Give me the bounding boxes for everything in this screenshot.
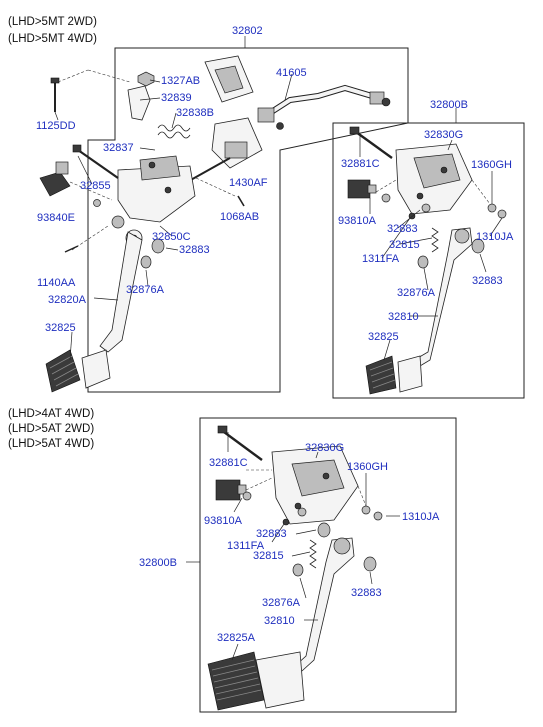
- label-32883-a: 32883: [179, 244, 210, 256]
- nut-switch-top: [381, 193, 391, 203]
- label-32850c: 32850C: [152, 231, 191, 243]
- bolt-32855: [72, 144, 119, 179]
- pedal-bracket-32802: [117, 155, 196, 223]
- label-1311fa-bottom: 1311FA: [227, 540, 265, 552]
- label-32800b-bottom: 32800B: [139, 557, 177, 569]
- label-32825a: 32825A: [217, 632, 256, 644]
- washer-top: [497, 209, 507, 219]
- label-32837: 32837: [103, 142, 134, 154]
- nut-1360gh-top: [487, 203, 497, 213]
- spring-32838b: [157, 124, 191, 139]
- pedal-pad-32825: [45, 349, 111, 393]
- master-cylinder: [179, 117, 263, 187]
- nut-switch-bottom: [242, 491, 252, 501]
- label-32830g-top: 32830G: [424, 129, 463, 141]
- switch-93840e: [39, 161, 71, 197]
- label-32876a-a: 32876A: [126, 284, 165, 296]
- label-32883-b: 32883: [387, 223, 418, 235]
- label-1310ja-bottom: 1310JA: [402, 511, 440, 523]
- label-32800b-top: 32800B: [430, 99, 468, 111]
- nut-bottom: [297, 507, 307, 517]
- label-32881c-bottom: 32881C: [209, 457, 248, 469]
- label-32881c-top: 32881C: [341, 158, 380, 170]
- bushing-32883-e: [363, 556, 377, 572]
- screw-1430af: [237, 195, 245, 207]
- switch-93810a-top: [347, 179, 377, 199]
- pedal-arm-32810-bottom: [285, 537, 355, 681]
- bushing-32883-a: [151, 238, 165, 254]
- pedal-pad-32825-b: [365, 355, 423, 395]
- label-32855: 32855: [80, 180, 111, 192]
- label-32825-b: 32825: [368, 331, 399, 343]
- bushing-32883-b: [421, 203, 431, 213]
- label-32839: 32839: [161, 92, 192, 104]
- switch-93810a-bottom: [215, 479, 247, 501]
- label-32820a: 32820A: [48, 294, 87, 306]
- label-32815-top: 32815: [389, 239, 420, 251]
- spring-32815-top: [431, 227, 439, 253]
- bolt-1140aa: [64, 245, 79, 253]
- spring-32815-bottom: [309, 539, 317, 569]
- label-1068ab: 1068AB: [220, 211, 259, 223]
- label-32810-bottom: 32810: [264, 615, 295, 627]
- pedal-pad-32825a: [207, 651, 305, 711]
- label-93810a-top: 93810A: [338, 215, 377, 227]
- label-1140aa: 1140AA: [37, 277, 76, 289]
- label-1430af: 1430AF: [229, 177, 268, 189]
- label-32883-d: 32883: [256, 528, 287, 540]
- label-1310ja-top: 1310JA: [476, 231, 514, 243]
- bushing-32883-d: [317, 522, 331, 538]
- pedal-arm-32820a: [99, 231, 143, 353]
- pedal-bracket-32830g-bottom: [271, 445, 359, 525]
- bushing-32883-c: [471, 238, 485, 254]
- condition-bottom-1: (LHD>4AT 4WD): [8, 408, 94, 420]
- nut-1360gh-bottom: [361, 505, 371, 515]
- label-1125dd: 1125DD: [36, 120, 76, 132]
- label-32825: 32825: [45, 322, 76, 334]
- label-32815-bottom: 32815: [253, 550, 284, 562]
- label-32802: 32802: [232, 25, 263, 37]
- clip-1311fa-bottom: [282, 518, 290, 526]
- label-32876a-c: 32876A: [262, 597, 301, 609]
- bolt-1125dd: [50, 77, 60, 112]
- bracket-32839: [127, 85, 151, 121]
- pad-32876a-a: [140, 255, 152, 269]
- label-1360gh-bottom: 1360GH: [347, 461, 388, 473]
- bolt-32881c-bottom: [217, 425, 263, 461]
- label-41605: 41605: [276, 67, 307, 79]
- clutch-hose-41605: [257, 84, 391, 130]
- washer-bottom: [373, 511, 383, 521]
- pad-32876a-b: [417, 255, 429, 269]
- label-32810-top: 32810: [388, 311, 419, 323]
- frame-auto-assembly-top: [332, 122, 525, 399]
- frame-manual-assembly: [87, 47, 409, 393]
- pedal-bracket-32830g-top: [395, 143, 473, 215]
- label-93840e: 93840E: [37, 212, 75, 224]
- frame-auto-assembly-bottom: [199, 417, 457, 713]
- condition-bottom-2: (LHD>5AT 2WD): [8, 423, 94, 435]
- label-32883-c: 32883: [472, 275, 503, 287]
- label-32838b: 32838B: [176, 107, 214, 119]
- label-93810a-bottom: 93810A: [204, 515, 243, 527]
- master-cylinder-cover: [204, 55, 254, 103]
- bolt-32881c-top: [349, 126, 393, 159]
- label-32876a-b: 32876A: [397, 287, 436, 299]
- condition-top-1: (LHD>5MT 2WD): [8, 16, 97, 28]
- label-1360gh-top: 1360GH: [471, 159, 512, 171]
- label-32830g-bottom: 32830G: [305, 442, 344, 454]
- nut-32855: [93, 199, 101, 207]
- condition-top-2: (LHD>5MT 4WD): [8, 33, 97, 45]
- condition-bottom-3: (LHD>5AT 4WD): [8, 438, 94, 450]
- label-32883-e: 32883: [351, 587, 382, 599]
- pad-32876a-c: [292, 563, 304, 577]
- label-1327ab: 1327AB: [161, 75, 200, 87]
- nut-1327ab: [137, 71, 155, 87]
- label-1311fa-top: 1311FA: [362, 253, 400, 265]
